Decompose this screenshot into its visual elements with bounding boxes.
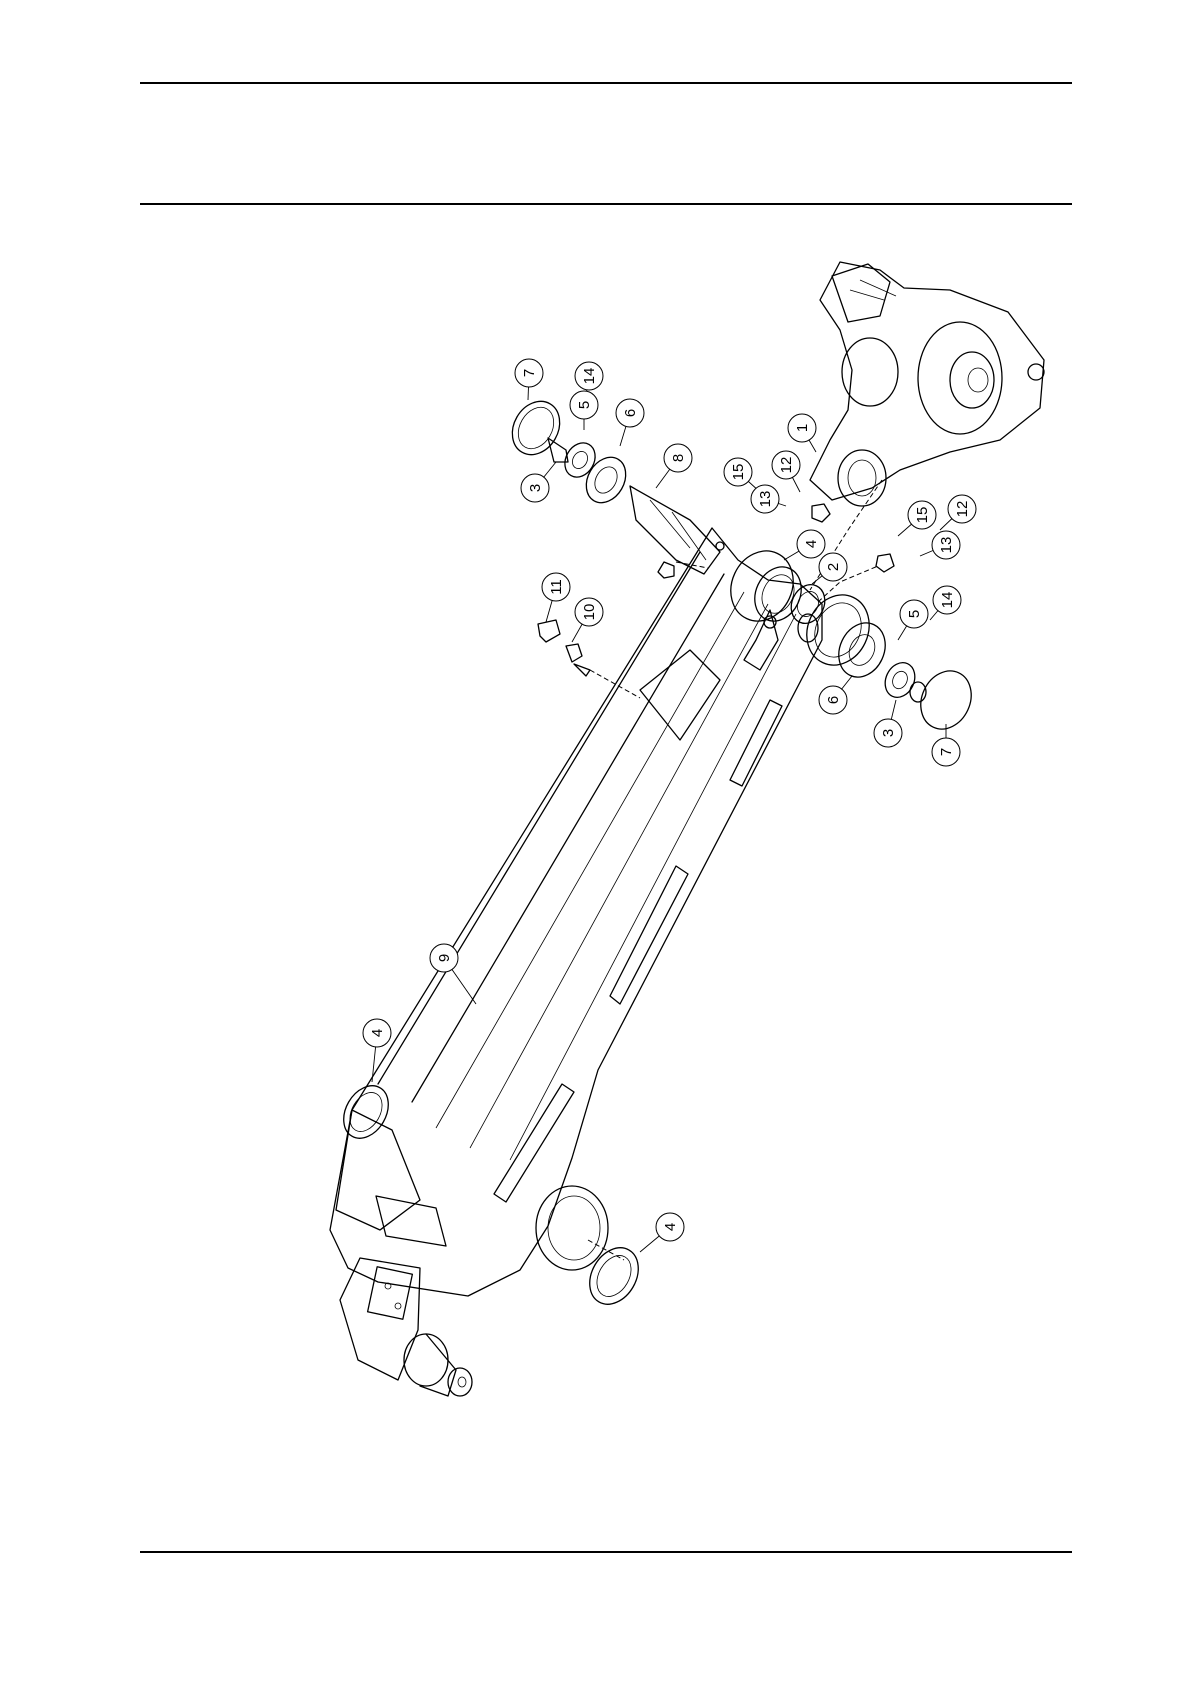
callout-1: 1	[788, 414, 816, 452]
callout-label: 3	[880, 729, 897, 737]
cover-ring	[503, 393, 569, 463]
callout-label: 1	[794, 424, 811, 432]
callout-6: 6	[819, 676, 852, 714]
callout-label: 11	[548, 579, 565, 595]
callout-label: 15	[730, 464, 747, 481]
callout-label: 12	[954, 501, 971, 518]
callout-label: 15	[914, 507, 931, 524]
callout-12: 12	[940, 495, 976, 530]
callout-11: 11	[542, 573, 570, 622]
arm-slot	[610, 866, 688, 1004]
callout-13: 13	[751, 485, 786, 513]
screw	[658, 562, 674, 578]
callout-8: 8	[656, 444, 692, 488]
seal-ring-right	[580, 1239, 648, 1313]
callout-label: 9	[436, 954, 453, 962]
shaft-collar	[404, 1334, 448, 1386]
callout-label: 13	[757, 491, 774, 508]
callout-13: 13	[920, 531, 960, 559]
callout-15: 15	[898, 501, 936, 536]
callout-3: 3	[521, 462, 556, 502]
callout-label: 4	[803, 540, 820, 548]
callout-label: 2	[825, 563, 842, 571]
nut	[559, 437, 601, 482]
upper-arm-body	[330, 528, 822, 1396]
callout-label: 13	[938, 537, 955, 554]
callout-7: 7	[932, 724, 960, 766]
callout-7: 7	[515, 359, 543, 400]
callout-9: 9	[430, 944, 476, 1004]
callout-label: 10	[581, 604, 598, 621]
arm-slot	[494, 1084, 574, 1202]
callout-12: 12	[772, 451, 800, 492]
plug-connector	[538, 620, 560, 642]
bearing	[578, 450, 633, 510]
callout-label: 6	[622, 409, 639, 417]
callout-label: 4	[369, 1029, 386, 1037]
callout-14: 14	[930, 586, 961, 620]
callout-label: 6	[825, 696, 842, 704]
callout-3: 3	[874, 700, 902, 747]
callout-label: 5	[906, 610, 923, 618]
callout-15: 15	[724, 458, 760, 492]
callout-6: 6	[616, 399, 644, 446]
callout-10: 10	[572, 598, 603, 642]
arm-slot	[730, 700, 782, 786]
callout-label: 7	[938, 748, 955, 756]
callout-4: 4	[784, 530, 825, 560]
callout-label: 14	[939, 592, 956, 609]
callout-label: 8	[670, 454, 687, 462]
callout-label: 14	[581, 368, 598, 385]
top-hub	[810, 262, 1044, 590]
callout-4: 4	[640, 1213, 684, 1252]
bracket	[340, 1258, 420, 1380]
callout-label: 4	[662, 1223, 679, 1231]
callout-label: 3	[527, 484, 544, 492]
callout-label: 5	[576, 401, 593, 409]
callout-2: 2	[812, 553, 847, 584]
callout-5: 5	[570, 391, 598, 430]
callout-5: 5	[898, 600, 928, 640]
callout-label: 7	[521, 369, 538, 377]
callout-4: 4	[363, 1019, 391, 1082]
callout-label: 12	[778, 457, 795, 474]
